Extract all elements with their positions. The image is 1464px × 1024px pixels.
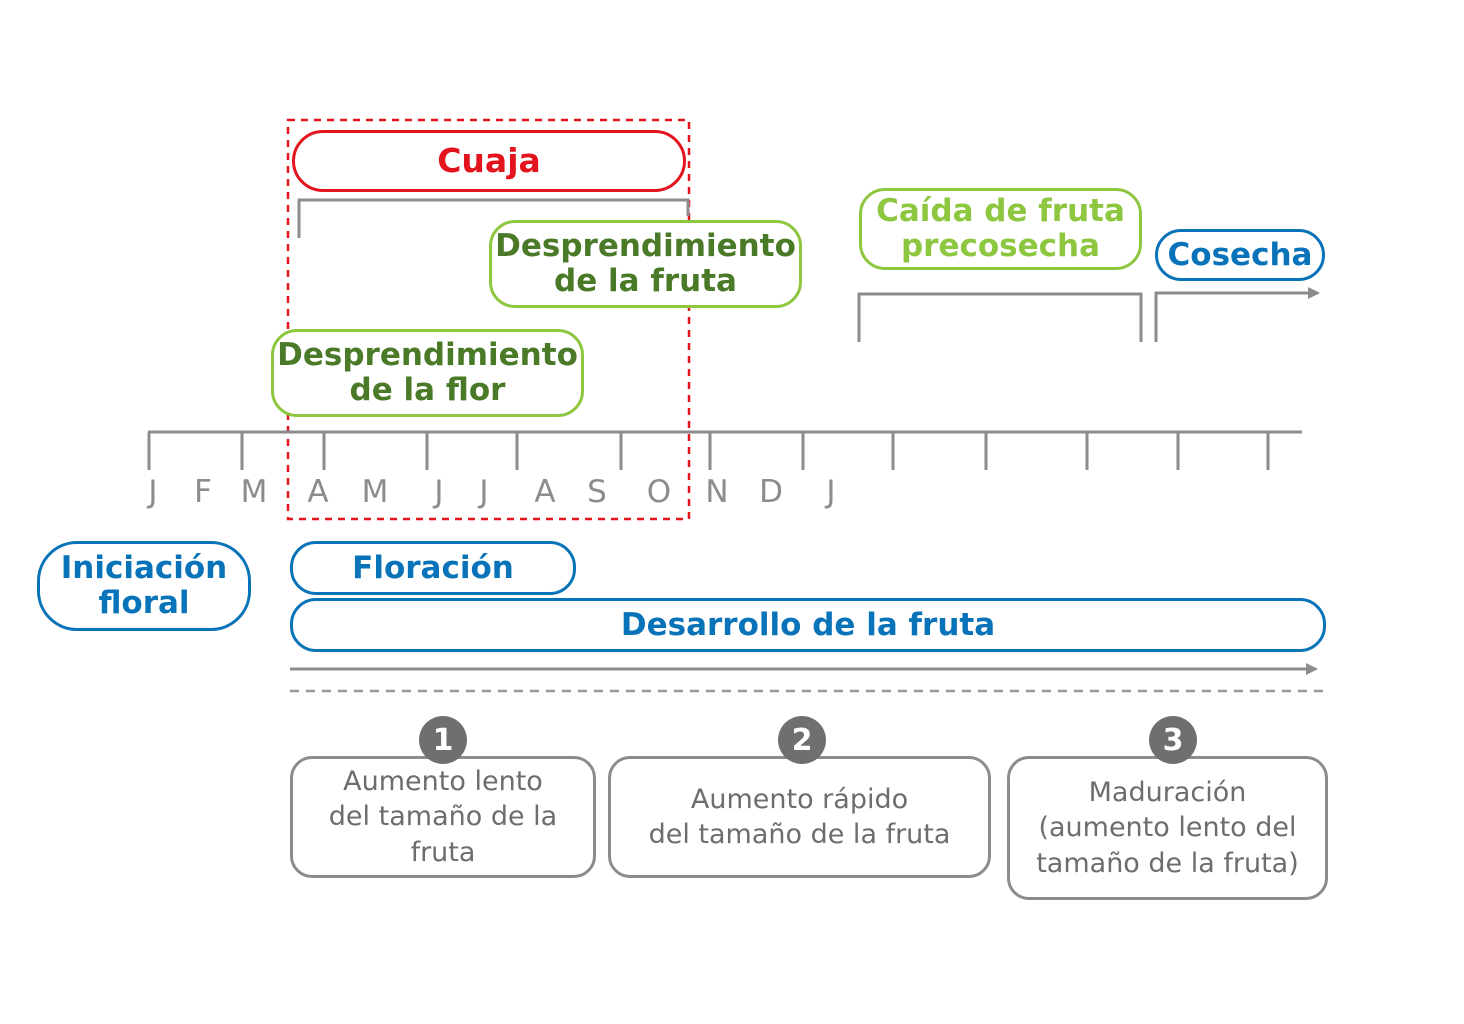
stage-2-badge: 2 <box>778 716 826 764</box>
desprendimiento-flor-label: Desprendimiento de la flor <box>271 329 584 417</box>
month-label-jan-next: J <box>826 474 836 510</box>
month-label-may: M <box>361 474 389 510</box>
stage-3-text: Maduración <box>1088 777 1247 809</box>
stage-1-badge: 1 <box>419 716 467 764</box>
month-label-sep: S <box>587 474 607 510</box>
month-label-aug: A <box>534 474 556 510</box>
month-label-jul: J <box>479 474 489 510</box>
month-label-oct: O <box>646 474 672 510</box>
month-label-feb: F <box>194 474 212 510</box>
month-axis <box>147 430 1302 470</box>
iniciacion-floral-label: Iniciación floral <box>37 541 251 631</box>
month-label-apr: A <box>307 474 329 510</box>
cosecha-label: Cosecha <box>1155 229 1325 281</box>
stage-1-box: Aumento lento del tamaño de la fruta <box>290 756 596 878</box>
cuaja-bracket <box>297 198 690 238</box>
cosecha-arrow <box>1154 287 1320 342</box>
month-label-dec: D <box>759 474 783 510</box>
stage-3-box: Maduración (aumento lento del tamaño de … <box>1007 756 1328 900</box>
cuaja-label: Cuaja <box>292 130 686 192</box>
stage-1-text: del tamaño de la fruta <box>328 801 558 868</box>
month-label-mar: M <box>240 474 268 510</box>
stage-1-text: Aumento lento <box>343 766 543 798</box>
caida-fruta-label: Caída de fruta precosecha <box>859 188 1142 270</box>
stage-3-text: (aumento lento del <box>1038 812 1297 844</box>
month-label-nov: N <box>705 474 729 510</box>
stage-2-box: Aumento rápido del tamaño de la fruta <box>608 756 991 878</box>
stage-3-badge: 3 <box>1149 716 1197 764</box>
month-label-jan: J <box>148 474 158 510</box>
stage-2-text: del tamaño de la fruta <box>648 819 951 850</box>
month-label-jun: J <box>434 474 444 510</box>
stage-3-text: tamaño de la fruta) <box>1036 847 1299 879</box>
desprendimiento-fruta-label: Desprendimiento de la fruta <box>489 220 802 308</box>
floracion-label: Floración <box>290 541 576 595</box>
desarrollo-fruta-label: Desarrollo de la fruta <box>290 598 1326 652</box>
caida-fruta-bracket <box>857 292 1143 342</box>
fruit-set-highlight <box>286 118 691 521</box>
stage-2-text: Aumento rápido <box>690 783 909 815</box>
